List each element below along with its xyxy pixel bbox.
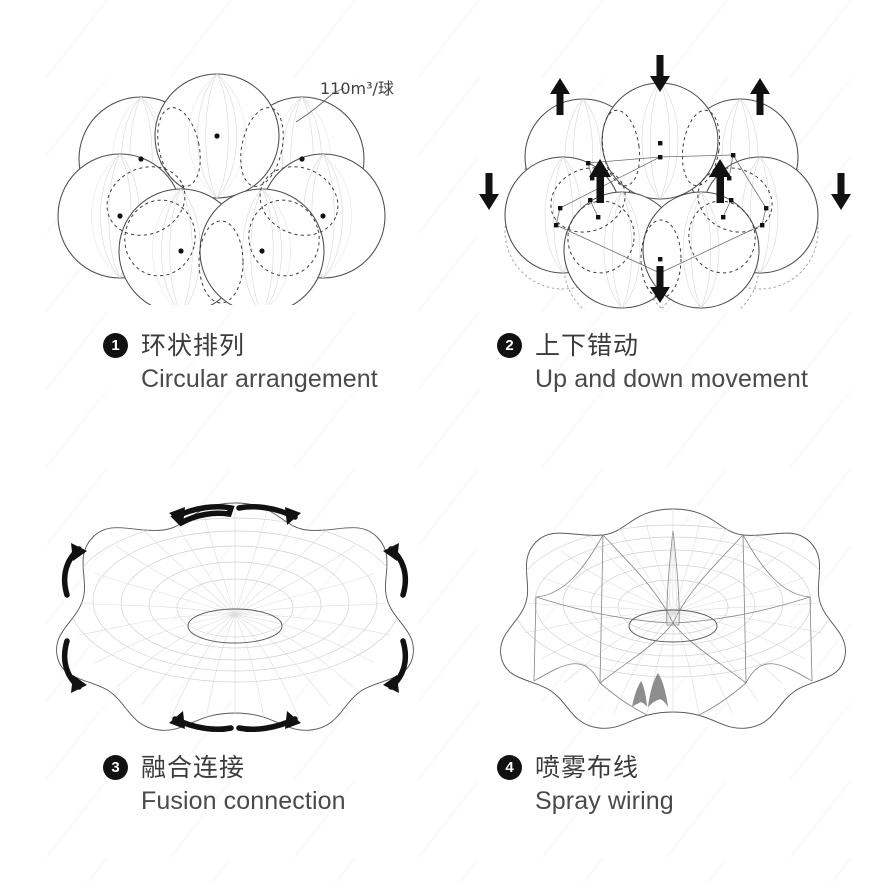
mountain-logo: [632, 673, 668, 707]
arrow-up-inner-right: [709, 159, 731, 203]
arrow-up-inner-left: [589, 159, 611, 203]
torus-inner-hole: [187, 608, 283, 644]
figure-1-title-en: Circular arrangement: [141, 365, 378, 393]
center-spray-spike: [666, 530, 680, 626]
movement-arrows: [479, 55, 851, 303]
figure-4-badge: 4: [497, 755, 522, 780]
figure-2-title-cn: 上下错动: [535, 331, 640, 360]
arrow-curved-top-left: [169, 503, 235, 527]
arrow-curved-bottom-right: [236, 711, 301, 733]
surface-ribs: [512, 509, 834, 725]
figure-4-panel: [488, 485, 858, 735]
figure-2-drawing: [479, 55, 851, 310]
arrow-curved-top-right: [236, 503, 301, 525]
figure-4-title-en: Spray wiring: [535, 787, 674, 815]
figure-1-annotation: 110m³/球: [320, 79, 394, 98]
torus-ribs: [68, 503, 402, 727]
figure-4-caption: 4 喷雾布线 Spray wiring: [497, 752, 674, 818]
figure-4-title-cn: 喷雾布线: [535, 753, 640, 782]
figure-2-caption: 2 上下错动 Up and down movement: [497, 330, 808, 396]
arrow-down-right: [831, 173, 851, 210]
figure-3-title-cn: 融合连接: [141, 753, 246, 782]
arrow-down-top: [650, 55, 670, 92]
figure-4-drawing: [500, 508, 846, 729]
figure-2-badge: 2: [497, 333, 522, 358]
sphere-center-dots: [117, 133, 326, 254]
figure-3-panel: [45, 475, 425, 740]
figure-1-drawing: [57, 73, 386, 305]
figure-2-panel: [470, 45, 870, 310]
figure-3-caption: 3 融合连接 Fusion connection: [103, 752, 346, 818]
sphere-front-right: [199, 188, 325, 305]
torus-inner-hole: [628, 609, 718, 643]
figure-1-badge: 1: [103, 333, 128, 358]
arrow-curved-right-upper: [383, 543, 409, 598]
figure-1-panel: 110m³/球: [40, 55, 440, 305]
arrow-down-left: [479, 173, 499, 210]
sphere-front-right: [642, 191, 760, 309]
arrow-up-upper-right: [750, 78, 770, 115]
arrow-up-upper-left: [550, 78, 570, 115]
arrow-curved-right-lower: [383, 638, 409, 693]
annotation-leader-line: [295, 87, 345, 123]
spike-ribs: [668, 534, 678, 624]
arrow-curved-left-upper: [61, 543, 87, 598]
overlap-seams: [106, 107, 339, 304]
expansion-arrows: [61, 503, 409, 733]
figure-3-drawing: [56, 502, 414, 733]
figure-3-badge: 3: [103, 755, 128, 780]
overlap-seams: [550, 109, 773, 299]
arrow-curved-left-lower: [61, 638, 87, 693]
figure-1-caption: 1 环状排列 Circular arrangement: [103, 330, 378, 396]
arrow-down-bottom: [650, 266, 670, 303]
figure-3-title-en: Fusion connection: [141, 787, 346, 815]
figure-2-title-en: Up and down movement: [535, 365, 808, 393]
node-dots: [554, 141, 769, 276]
figure-1-title-cn: 环状排列: [141, 331, 246, 360]
arrow-curved-bottom-left: [169, 711, 234, 733]
